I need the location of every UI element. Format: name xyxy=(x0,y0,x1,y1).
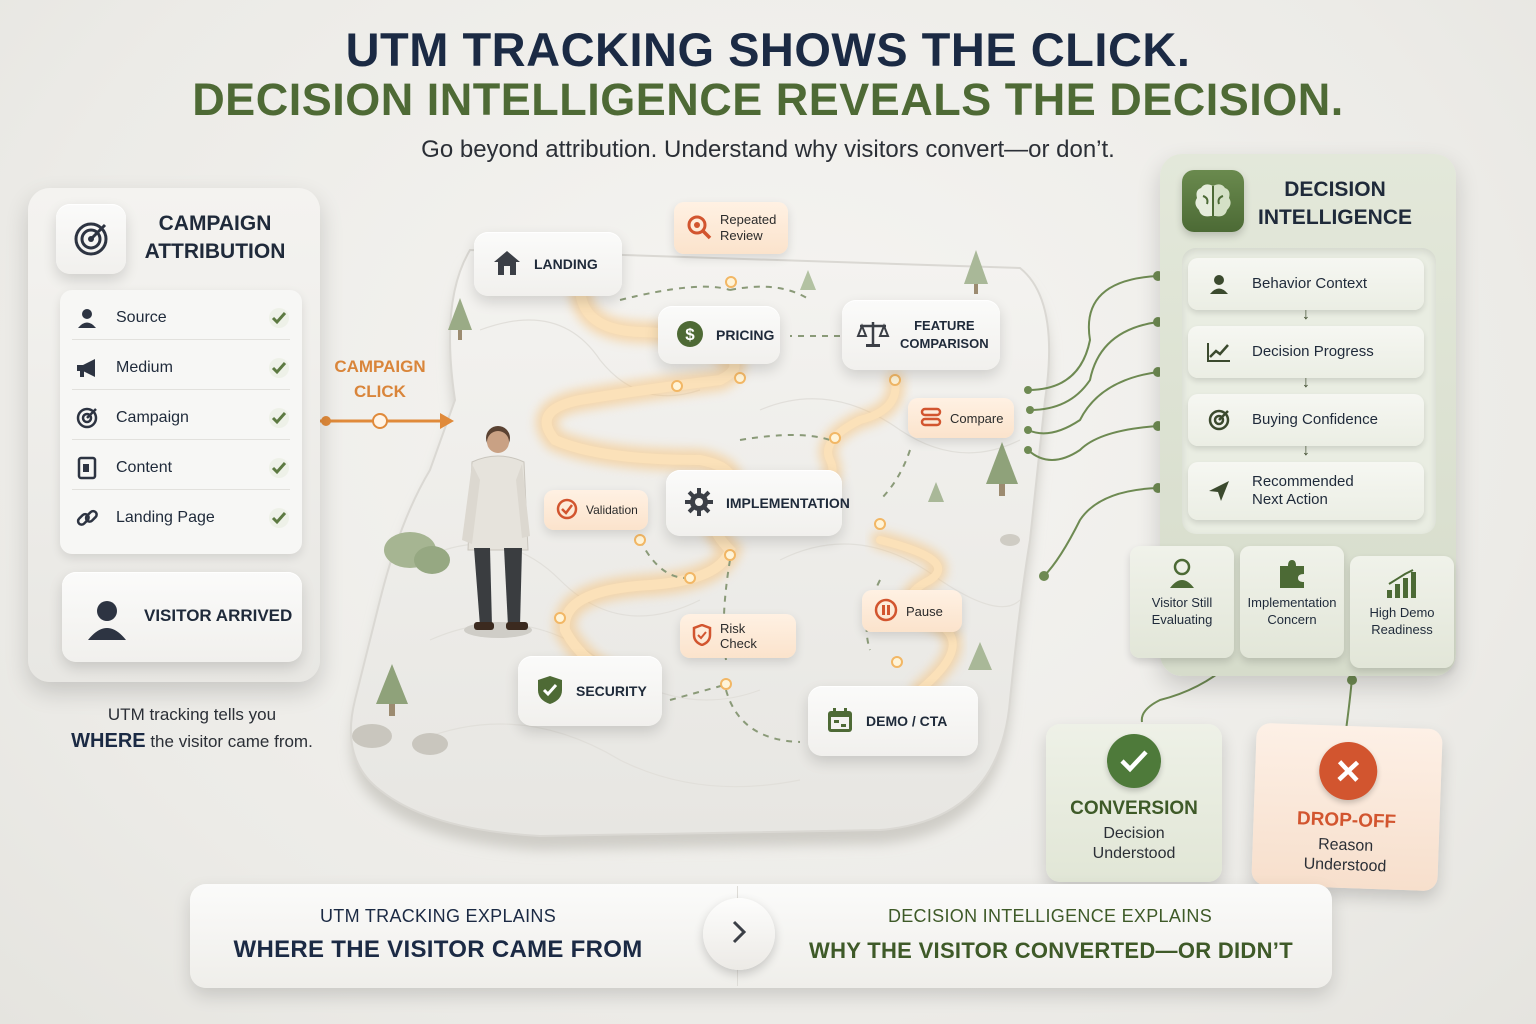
di-explains-value: WHY THE VISITOR CONVERTED—OR DIDN’T xyxy=(809,938,1293,963)
magnifier-icon xyxy=(686,214,712,243)
person-icon xyxy=(1130,546,1234,594)
check-icon xyxy=(268,407,290,429)
visitor-arrived-card: VISITOR ARRIVED xyxy=(62,572,302,662)
house-icon xyxy=(492,249,522,280)
decision-intelligence-title: DECISION INTELLIGENCE xyxy=(1257,178,1412,229)
next-button[interactable] xyxy=(703,898,775,970)
megaphone-icon xyxy=(72,353,102,383)
bar-chart-icon xyxy=(1350,556,1454,604)
step-buying-confidence: Buying Confidence xyxy=(1188,394,1424,446)
subtitle: Go beyond attribution. Understand why vi… xyxy=(421,136,1115,163)
attr-item-content: Content xyxy=(72,446,290,490)
signal-compare: Compare xyxy=(908,398,1014,438)
pause-icon xyxy=(874,598,898,625)
state-high-demo-readiness: High Demo Readiness xyxy=(1350,556,1454,668)
document-icon xyxy=(72,453,102,483)
check-icon xyxy=(1107,734,1161,788)
campaign-attribution-title: CAMPAIGN ATTRIBUTION xyxy=(144,212,286,263)
node-pricing: $ PRICING xyxy=(658,306,780,364)
arrow-down-icon: ↓ xyxy=(1302,374,1310,391)
person-icon xyxy=(1202,273,1236,295)
puzzle-icon xyxy=(1240,546,1344,594)
state-implementation-concern: Implementation Concern xyxy=(1240,546,1344,658)
link-icon xyxy=(72,503,102,533)
step-behavior-context: Behavior Context xyxy=(1188,258,1424,310)
utm-explains-value: WHERE THE VISITOR CAME FROM xyxy=(233,936,643,963)
close-icon xyxy=(1318,741,1379,802)
node-landing: LANDING xyxy=(474,232,622,296)
node-security: SECURITY xyxy=(518,656,662,726)
chevron-right-icon xyxy=(729,918,749,951)
check-icon xyxy=(268,307,290,329)
line-chart-icon xyxy=(1202,341,1236,363)
target-icon xyxy=(72,403,102,433)
node-demo-cta: DEMO / CTA xyxy=(808,686,978,756)
signal-pause: Pause xyxy=(862,590,962,632)
calendar-icon xyxy=(826,706,854,737)
attr-item-medium: Medium xyxy=(72,346,290,390)
person-icon xyxy=(86,598,128,645)
person-icon xyxy=(72,303,102,333)
send-icon xyxy=(1202,479,1236,503)
utm-note-line-1: UTM tracking tells you xyxy=(107,705,277,724)
gear-icon xyxy=(684,487,714,520)
dollar-icon: $ xyxy=(676,320,704,351)
check-circle-icon xyxy=(556,498,578,523)
scale-icon xyxy=(856,320,890,351)
headline-line-1: UTM TRACKING SHOWS THE CLICK. xyxy=(345,23,1191,76)
attr-item-campaign: Campaign xyxy=(72,396,290,440)
step-decision-progress: Decision Progress xyxy=(1188,326,1424,378)
check-icon xyxy=(268,507,290,529)
trees xyxy=(352,250,1020,755)
campaign-click-label: CAMPAIGN CLICK xyxy=(334,357,426,401)
check-icon xyxy=(268,357,290,379)
check-icon xyxy=(268,457,290,479)
state-visitor-still-evaluating: Visitor Still Evaluating xyxy=(1130,546,1234,658)
shield-icon xyxy=(692,623,712,649)
signal-risk-check: Risk Check xyxy=(680,614,796,658)
decision-steps: Behavior Context ↓ Decision Progress ↓ B… xyxy=(1182,248,1436,534)
headline-line-2: DECISION INTELLIGENCE REVEALS THE DECISI… xyxy=(192,74,1344,125)
target-icon xyxy=(56,204,126,274)
attribution-list: Source Medium Campaign Content Landing P… xyxy=(60,290,302,554)
target-icon xyxy=(1202,408,1236,432)
brain-icon xyxy=(1182,170,1244,232)
attr-item-landing-page: Landing Page xyxy=(72,496,290,540)
node-implementation: IMPLEMENTATION xyxy=(666,470,850,536)
svg-text:$: $ xyxy=(685,325,695,344)
utm-explains-label: UTM TRACKING EXPLAINS xyxy=(319,906,556,926)
di-explains-label: DECISION INTELLIGENCE EXPLAINS xyxy=(887,906,1213,926)
arrow-down-icon: ↓ xyxy=(1302,442,1310,459)
utm-note-line-2: WHERE the visitor came from. xyxy=(71,730,313,752)
signal-validation: Validation xyxy=(544,490,648,530)
attr-item-source: Source xyxy=(72,296,290,340)
shield-icon xyxy=(536,674,564,709)
arrow-down-icon: ↓ xyxy=(1302,306,1310,323)
compare-icon xyxy=(920,407,942,430)
visitor-figure xyxy=(462,426,532,638)
